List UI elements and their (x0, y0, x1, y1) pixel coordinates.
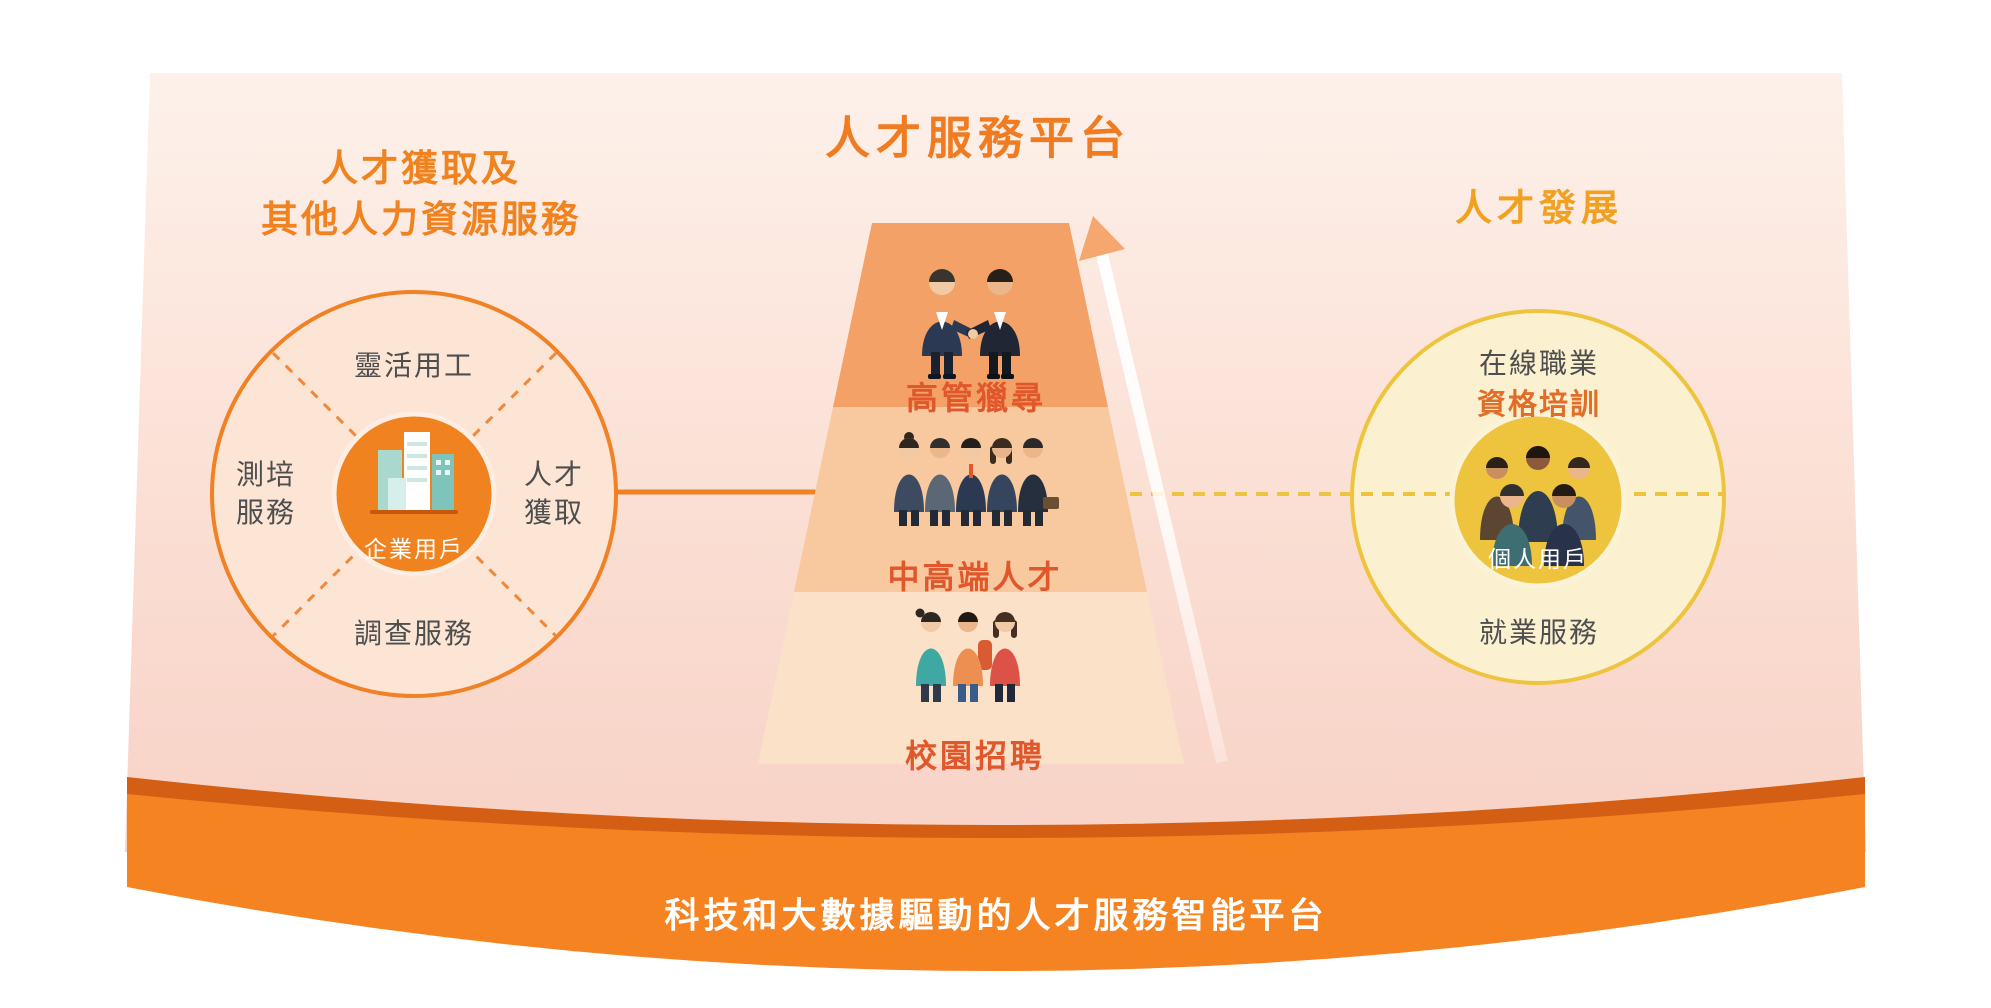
tier-label-executive-search: 高管獵尋 (905, 379, 1047, 417)
tier-label-mid-high-talent: 中高端人才 (887, 558, 1063, 596)
qualification-training-label: 資格培訓 (1476, 387, 1602, 421)
enterprise-users-label: 企業用戶 (364, 537, 464, 563)
growth-arrow-icon (1079, 216, 1228, 764)
main-title: 人才服務平台 (824, 111, 1132, 165)
quadrant-label-flexible-staffing: 靈活用工 (353, 349, 475, 382)
people-group-icon (1480, 446, 1596, 566)
executive-search-illustration (922, 269, 1020, 379)
quadrant-label-talent-acquisition: 人才獲取 (523, 458, 584, 529)
right-section-title: 人才發展 (1455, 186, 1623, 230)
students-illustration (915, 608, 1020, 702)
left-section-title-line2: 其他人力資源服務 (261, 198, 581, 241)
platform-base-band (127, 794, 1865, 971)
left-section-title-line1: 人才獲取及 (321, 146, 521, 190)
professionals-illustration (894, 432, 1059, 526)
platform-banner-text: 科技和大數據驅動的人才服務智能平台 (664, 896, 1328, 937)
individual-users-label: 個人用戶 (1488, 547, 1588, 573)
tier-executive-search (833, 223, 1108, 407)
tier-label-campus-recruitment: 校園招聘 (904, 737, 1046, 775)
employment-services-label: 就業服務 (1478, 616, 1600, 649)
enterprise-services-circle (210, 290, 820, 698)
quadrant-label-survey-services: 調查服務 (353, 617, 475, 650)
quadrant-label-assessment-training: 測培服務 (235, 458, 296, 529)
city-buildings-icon (370, 432, 458, 514)
online-vocational-label: 在線職業 (1478, 347, 1600, 380)
platform-base-rim (127, 777, 1865, 843)
left-section-title: 人才獲取及 其他人力資源服務 (261, 143, 581, 245)
